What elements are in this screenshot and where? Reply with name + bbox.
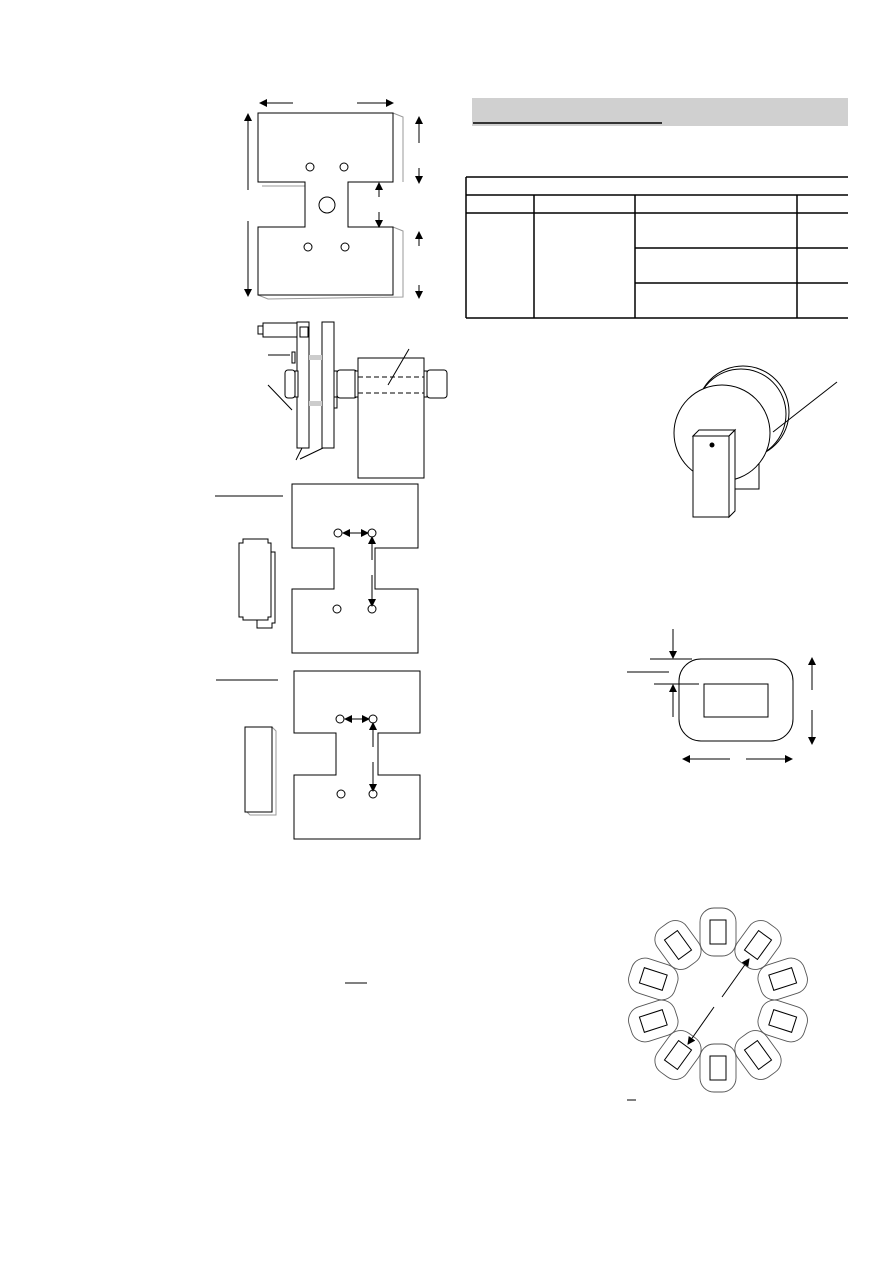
coil	[757, 999, 808, 1043]
coil-ring-diameter	[721, 958, 750, 998]
plate-side-view	[257, 321, 448, 479]
section-header	[472, 98, 848, 126]
coil-ring	[628, 907, 808, 1093]
coil	[699, 1043, 737, 1093]
spec-table	[465, 176, 848, 319]
coil	[734, 1030, 782, 1080]
coil	[628, 999, 679, 1043]
coil-ring-diameter	[687, 1006, 715, 1045]
plate-variant-a	[215, 483, 419, 654]
plate-top-view	[244, 99, 423, 300]
coil	[628, 957, 679, 1001]
coil	[699, 907, 737, 957]
coil	[654, 920, 702, 970]
coil-section	[627, 629, 816, 763]
toroid-spool	[673, 365, 838, 519]
coil	[757, 957, 808, 1001]
plate-variant-b	[216, 670, 421, 840]
